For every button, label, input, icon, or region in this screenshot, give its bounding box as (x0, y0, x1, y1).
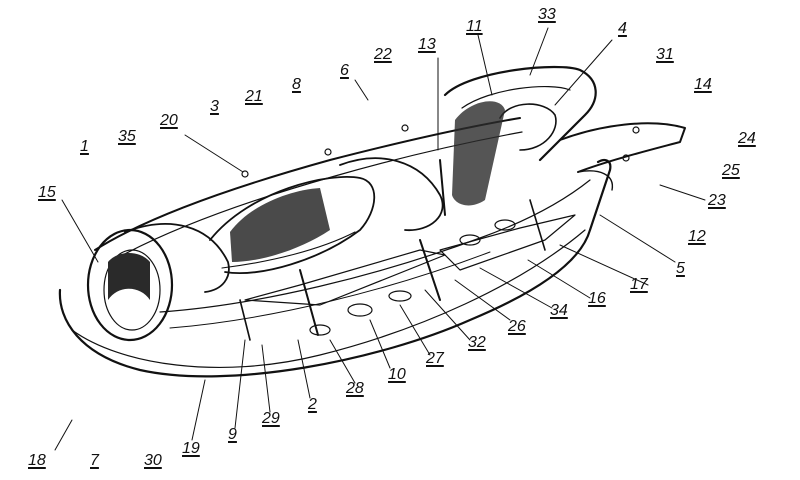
hull-outline (58, 159, 612, 378)
callout-18: 18 (28, 452, 46, 469)
leader-9 (234, 339, 246, 429)
callout-13: 13 (418, 36, 436, 53)
leader-20 (184, 134, 244, 173)
fitting-3 (401, 124, 409, 132)
stringer-1 (159, 179, 591, 313)
leader-15 (61, 199, 99, 263)
callout-10: 10 (388, 366, 406, 383)
leader-33 (529, 27, 549, 76)
callout-1: 1 (80, 138, 89, 155)
callout-20: 20 (160, 112, 178, 129)
callout-28: 28 (346, 380, 364, 397)
leader-16 (527, 259, 591, 299)
callout-23: 23 (708, 192, 726, 209)
callout-25: 25 (722, 162, 740, 179)
center-hump (339, 157, 444, 231)
rear-frame (443, 65, 597, 162)
stringer-2 (169, 251, 491, 329)
callout-35: 35 (118, 128, 136, 145)
rear-cockpit-shadow (452, 101, 505, 206)
frame-e (239, 299, 251, 341)
callout-24: 24 (738, 130, 756, 147)
leader-19 (191, 379, 206, 441)
frame-b (419, 239, 441, 301)
nose-dark (108, 253, 150, 300)
frame-c (439, 159, 446, 216)
hole-1 (309, 324, 331, 336)
callout-16: 16 (588, 290, 606, 307)
callout-34: 34 (550, 302, 568, 319)
callout-21: 21 (245, 88, 263, 105)
callout-14: 14 (694, 76, 712, 93)
nose-cowl (124, 223, 230, 293)
leader-6 (354, 79, 369, 101)
leader-29 (261, 344, 271, 413)
leader-10 (369, 319, 391, 369)
callout-31: 31 (656, 46, 674, 63)
callout-4: 4 (618, 20, 627, 37)
callout-11: 11 (466, 18, 483, 35)
callout-33: 33 (538, 6, 556, 23)
leader-23 (659, 184, 706, 201)
frame-a (299, 269, 319, 336)
fitting-5 (622, 154, 630, 162)
front-cockpit-shadow (230, 188, 330, 262)
hole-3 (388, 290, 412, 302)
callout-9: 9 (228, 426, 237, 443)
floor-rear (439, 214, 576, 271)
leader-26 (454, 279, 511, 321)
callout-5: 5 (676, 260, 685, 277)
nose-ring-inner (103, 249, 161, 331)
front-cockpit-rim (209, 176, 376, 275)
callout-7: 7 (90, 452, 99, 469)
callout-30: 30 (144, 452, 162, 469)
leader-34 (479, 267, 553, 309)
callout-27: 27 (426, 350, 444, 367)
leader-2 (297, 339, 311, 399)
callout-12: 12 (688, 228, 706, 245)
rear-frame-inner (461, 85, 571, 109)
rear-headrest (499, 103, 557, 151)
fitting-2 (324, 148, 332, 156)
tail-cone (559, 122, 686, 173)
leader-32 (424, 289, 471, 341)
hole-2 (347, 303, 373, 317)
fitting-1 (241, 170, 249, 178)
hole-4 (459, 234, 481, 246)
floor-front (244, 249, 446, 306)
callout-26: 26 (508, 318, 526, 335)
callout-17: 17 (630, 276, 648, 293)
leader-17 (559, 244, 649, 286)
leader-28 (329, 339, 356, 384)
callout-32: 32 (468, 334, 486, 351)
fitting-4 (632, 126, 640, 134)
front-cockpit-floor (221, 231, 356, 269)
leader-4 (554, 39, 613, 106)
callout-6: 6 (340, 62, 349, 79)
leader-18 (54, 419, 73, 451)
frame-d (529, 199, 546, 251)
leader-11 (477, 34, 493, 96)
tail-lower (577, 170, 614, 191)
leader-5 (599, 214, 676, 263)
callout-3: 3 (210, 98, 219, 115)
callout-19: 19 (182, 440, 200, 457)
hull-keel (71, 229, 586, 369)
leader-27 (399, 304, 431, 356)
callout-22: 22 (374, 46, 392, 63)
callout-29: 29 (262, 410, 280, 427)
callout-8: 8 (292, 76, 301, 93)
hole-5 (494, 219, 516, 231)
callout-15: 15 (38, 184, 56, 201)
callout-2: 2 (308, 396, 317, 413)
